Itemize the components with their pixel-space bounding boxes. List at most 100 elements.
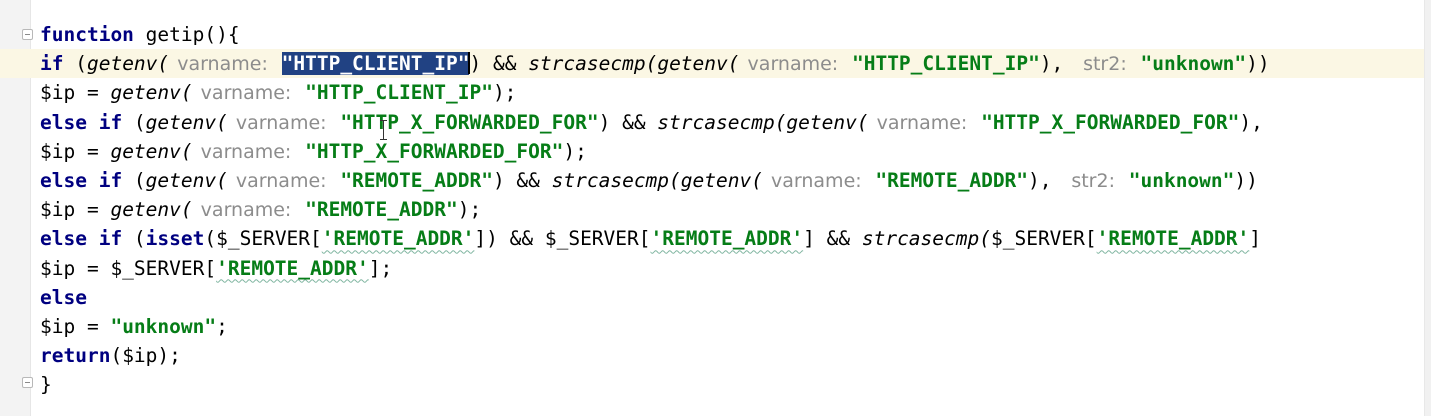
- string-literal: "unknown": [1140, 52, 1247, 76]
- code-token: );: [457, 198, 482, 222]
- parameter-hint: varname:: [870, 111, 968, 134]
- code-token: [293, 140, 305, 163]
- string-literal: 'REMOTE_ADDR': [321, 227, 475, 251]
- code-line[interactable]: else if (isset($_SERVER['REMOTE_ADDR']) …: [40, 224, 1431, 253]
- keyword: return: [40, 344, 111, 368]
- code-line[interactable]: $ip = getenv( varname: "HTTP_X_FORWARDED…: [40, 137, 1431, 166]
- code-token: (: [122, 110, 146, 134]
- code-line[interactable]: }: [40, 370, 1431, 399]
- parameter-hint: varname:: [194, 140, 292, 163]
- fold-end-icon[interactable]: [22, 377, 33, 388]
- function-call: getenv(: [145, 168, 228, 192]
- selected-text: HTTP_CLIENT_IP: [293, 52, 458, 76]
- code-line[interactable]: $ip = "unknown";: [40, 312, 1431, 341]
- code-token: ),: [1039, 52, 1076, 76]
- keyword: else if: [40, 227, 123, 251]
- code-line[interactable]: else if (getenv( varname: "REMOTE_ADDR")…: [40, 166, 1431, 195]
- text-cursor-icon: [380, 120, 388, 140]
- selected-text: ": [457, 52, 470, 76]
- keyword: else: [40, 285, 87, 309]
- code-token: $_SERVER[: [990, 227, 1097, 251]
- code-token: $ip =: [40, 81, 111, 105]
- code-token: $ip =: [40, 198, 111, 222]
- function-call: strcasecmp(: [861, 227, 991, 251]
- string-literal: "unknown": [110, 314, 217, 338]
- fold-collapse-icon[interactable]: [22, 29, 33, 40]
- string-literal: "HTTP_X_FORWARDED_FOR": [305, 139, 564, 163]
- code-token: (: [122, 227, 146, 251]
- code-token: ]: [1249, 227, 1262, 251]
- code-token: [293, 198, 305, 221]
- code-token: getip(){: [133, 23, 240, 46]
- code-token: )): [1234, 168, 1258, 192]
- string-literal: "REMOTE_ADDR": [305, 198, 458, 222]
- string-literal: "HTTP_X_FORWARDED_FOR": [981, 110, 1240, 134]
- code-token: $ip =: [40, 139, 111, 163]
- text-caret: [468, 52, 471, 75]
- parameter-hint: varname:: [171, 53, 268, 76]
- keyword: function: [40, 23, 134, 46]
- function-call: strcasecmp(getenv(: [551, 168, 763, 192]
- code-token: [1129, 52, 1141, 75]
- string-literal: 'REMOTE_ADDR': [216, 256, 369, 280]
- code-token: ;: [216, 314, 228, 338]
- code-token: ];: [368, 256, 393, 280]
- code-line[interactable]: if (getenv( varname: "HTTP_CLIENT_IP" ) &…: [0, 49, 1431, 79]
- code-line[interactable]: else: [40, 283, 1431, 312]
- code-token: ),: [1028, 168, 1064, 192]
- code-token: [329, 111, 341, 134]
- code-token: [270, 52, 282, 75]
- keyword: else if: [40, 168, 123, 192]
- code-token: ) &&: [469, 52, 529, 76]
- parameter-hint: varname:: [741, 53, 839, 76]
- function-call: getenv(: [110, 139, 193, 163]
- string-literal: "HTTP_CLIENT_IP": [851, 52, 1040, 76]
- code-token: (: [122, 168, 146, 192]
- function-call: getenv(: [110, 81, 193, 105]
- code-token: );: [492, 81, 517, 105]
- string-literal: 'REMOTE_ADDR': [650, 227, 804, 251]
- string-literal: "unknown": [1128, 168, 1235, 192]
- code-token: ),: [1239, 110, 1263, 134]
- string-literal: "REMOTE_ADDR": [875, 168, 1029, 192]
- parameter-hint: varname:: [764, 169, 862, 192]
- parameter-hint: varname:: [194, 199, 292, 222]
- parameter-hint: str2:: [1065, 169, 1115, 192]
- code-token: )): [1246, 52, 1270, 76]
- keyword: if: [40, 52, 64, 76]
- code-token: [840, 52, 852, 75]
- string-literal: "HTTP_X_FORWARDED_FOR": [340, 110, 599, 134]
- code-token: [1117, 169, 1129, 192]
- parameter-hint: varname:: [229, 169, 327, 192]
- function-call: strcasecmp(getenv(: [528, 52, 740, 76]
- keyword: else if: [40, 110, 123, 134]
- code-line[interactable]: $ip = getenv( varname: "HTTP_CLIENT_IP")…: [40, 78, 1431, 107]
- code-token: );: [563, 139, 587, 163]
- string-literal: "HTTP_CLIENT_IP": [305, 81, 493, 105]
- code-token: [293, 81, 305, 104]
- code-token: ) &&: [492, 168, 552, 192]
- code-token: $ip = $_SERVER[: [40, 256, 217, 280]
- code-line[interactable]: $ip = getenv( varname: "REMOTE_ADDR");: [40, 195, 1431, 224]
- code-line[interactable]: $ip = $_SERVER['REMOTE_ADDR'];: [40, 254, 1431, 283]
- string-literal: "REMOTE_ADDR": [340, 168, 493, 192]
- parameter-hint: varname:: [229, 111, 327, 134]
- parameter-hint: varname:: [194, 82, 292, 105]
- code-token: ($ip);: [110, 344, 181, 368]
- code-token: [864, 169, 876, 192]
- keyword: isset: [145, 227, 205, 251]
- function-call: getenv(: [110, 198, 193, 222]
- editor-scrollbar[interactable]: [1424, 0, 1431, 416]
- code-line[interactable]: return($ip);: [40, 341, 1431, 370]
- code-token: [969, 111, 981, 134]
- code-token: ($_SERVER[: [204, 227, 322, 251]
- code-token: [329, 169, 341, 192]
- code-token: (: [63, 52, 87, 76]
- function-call: strcasecmp(getenv(: [657, 110, 869, 134]
- code-line[interactable]: else if (getenv( varname: "HTTP_X_FORWAR…: [40, 108, 1431, 137]
- code-area[interactable]: function getip(){if (getenv( varname: "H…: [0, 20, 1431, 399]
- code-line[interactable]: function getip(){: [40, 20, 1431, 49]
- string-literal: 'REMOTE_ADDR': [1096, 227, 1250, 251]
- function-call: getenv(: [86, 52, 170, 76]
